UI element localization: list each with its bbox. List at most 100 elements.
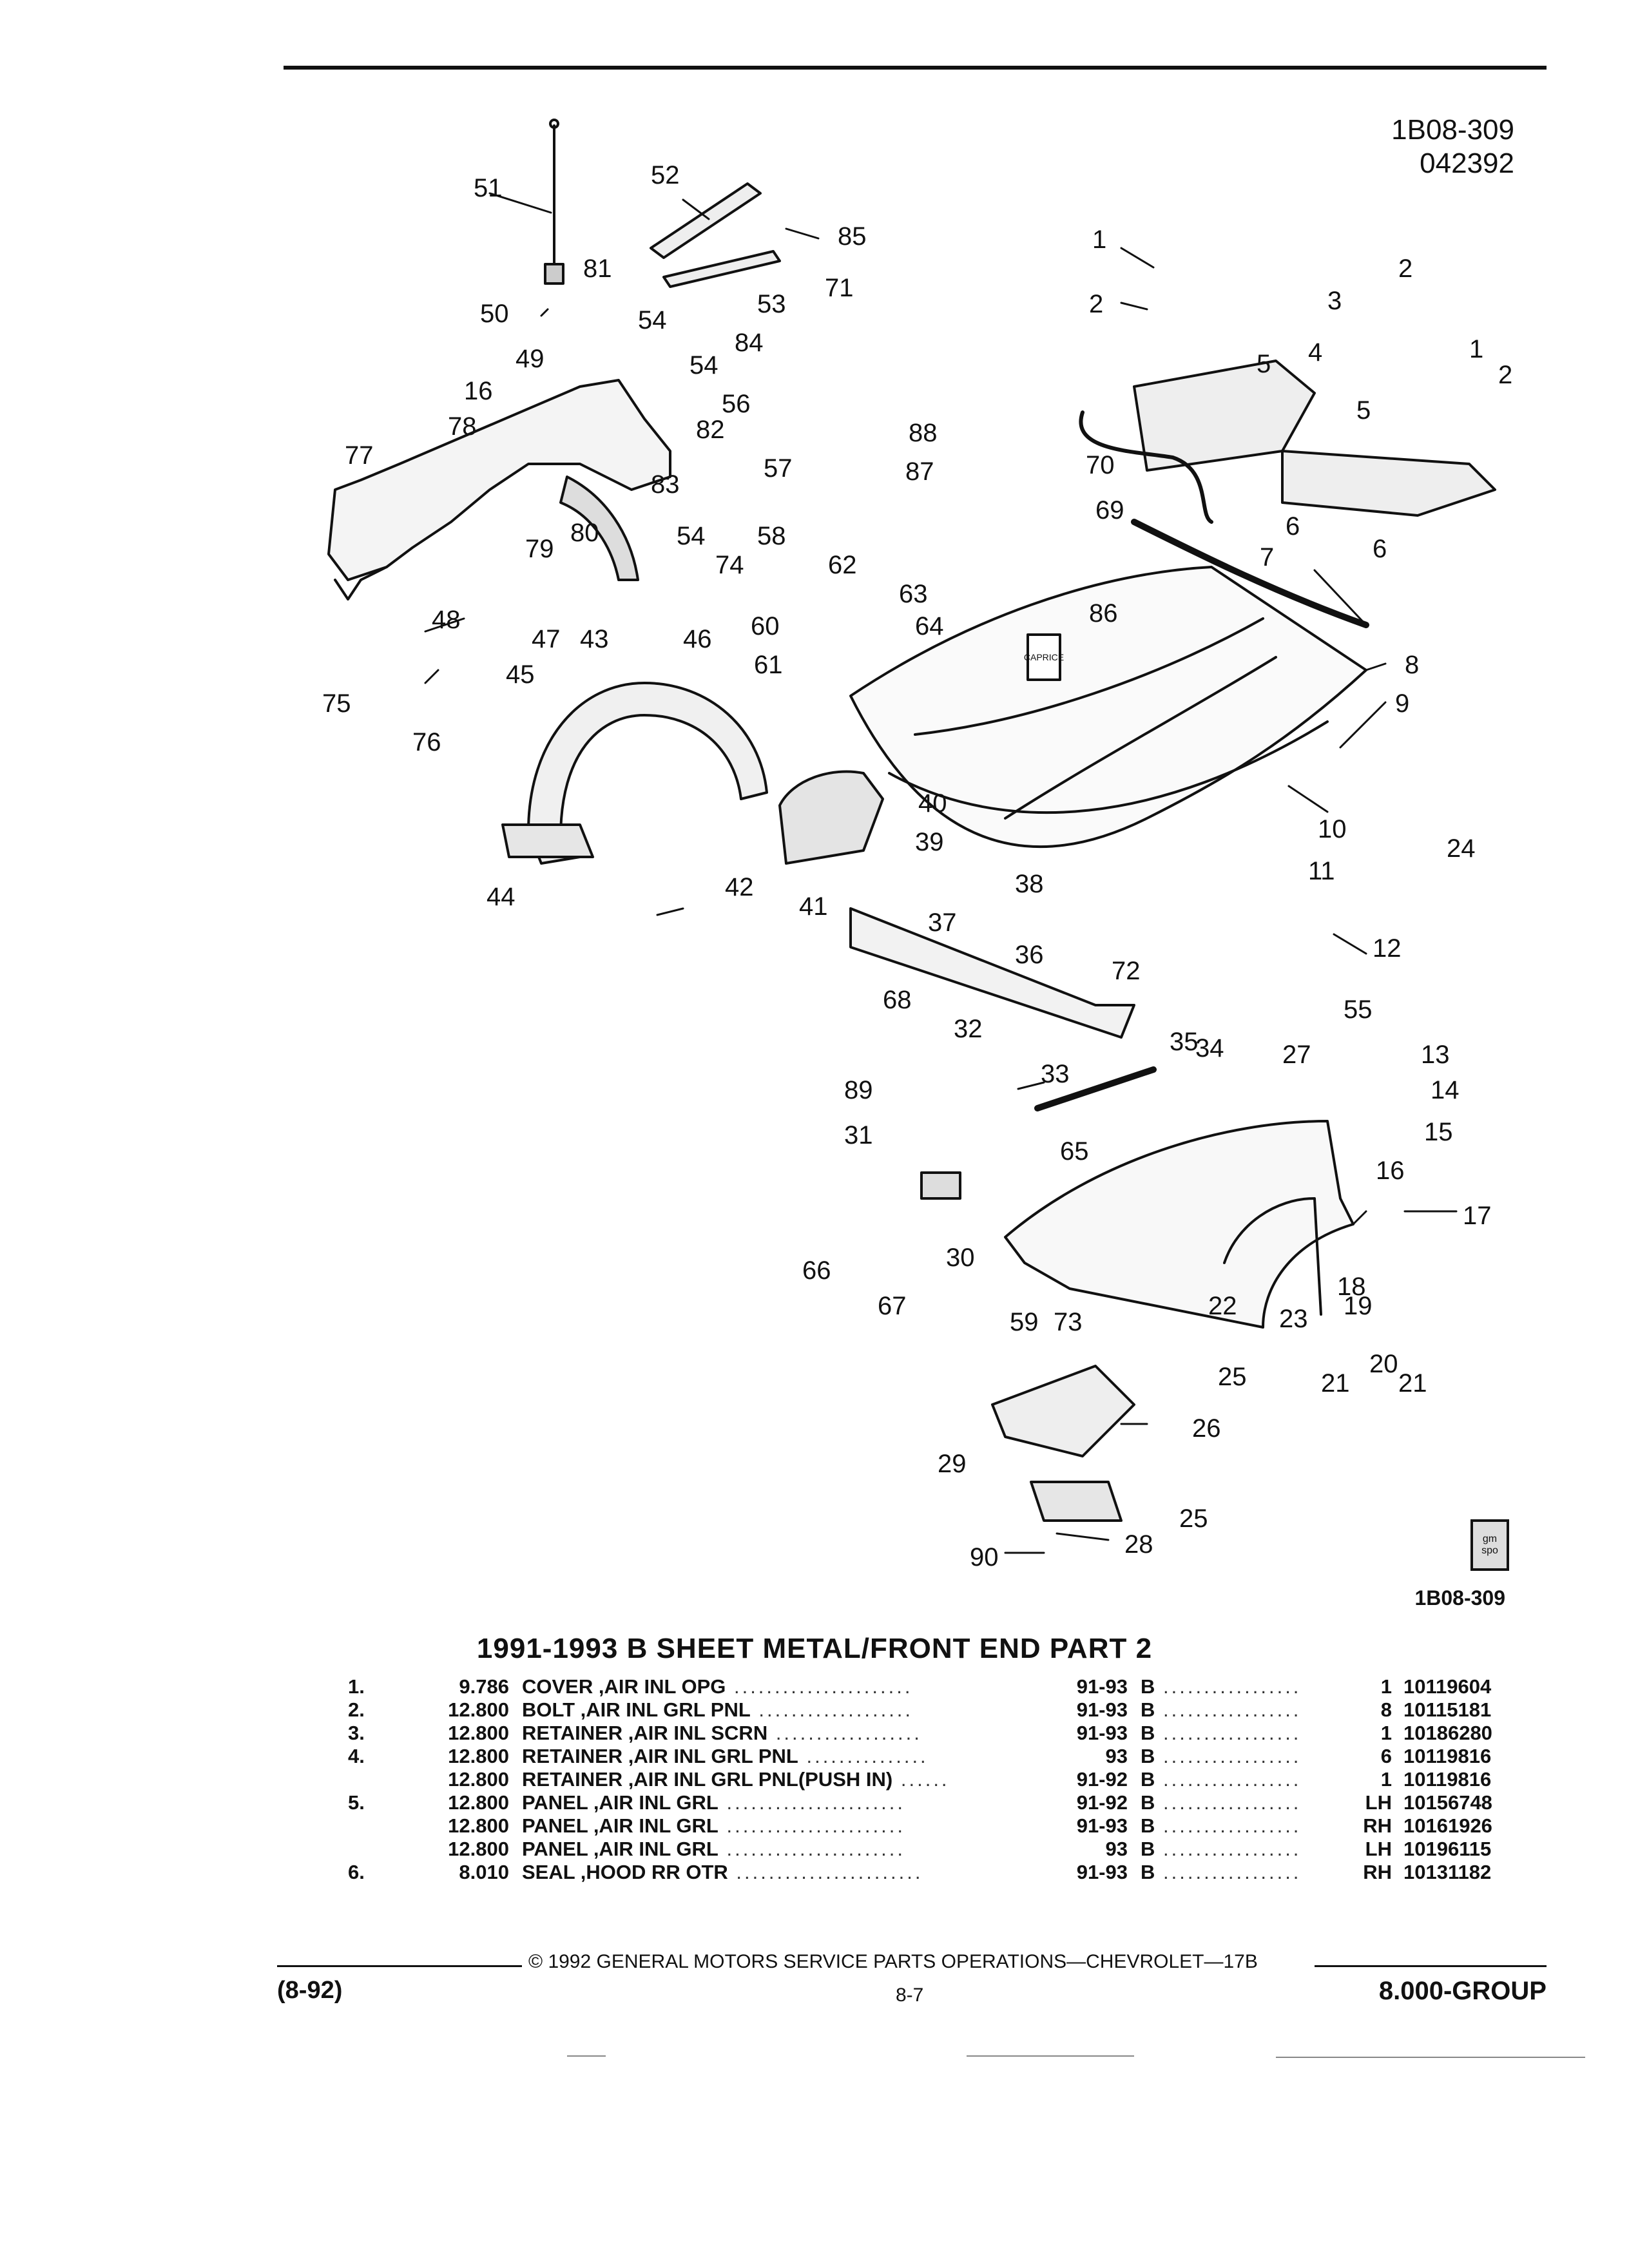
- page-title: 1991-1993 B SHEET METAL/FRONT END PART 2: [476, 1633, 1153, 1664]
- callout-9: 9: [1395, 689, 1409, 718]
- callout-23: 23: [1279, 1305, 1308, 1333]
- callout-40: 40: [918, 789, 947, 818]
- group-number: 12.800: [448, 1722, 509, 1744]
- item-number: 2.: [348, 1698, 365, 1721]
- callout-28: 28: [1124, 1530, 1153, 1559]
- decal-plate: [1027, 633, 1061, 681]
- hood-latch: [920, 1171, 961, 1200]
- lower-bracket: [991, 1365, 1135, 1457]
- series-code: B: [1141, 1745, 1155, 1767]
- item-number: 3.: [348, 1722, 365, 1744]
- model-years: 93: [1105, 1838, 1128, 1860]
- callout-13: 13: [1421, 1041, 1450, 1069]
- callout-80: 80: [570, 519, 599, 547]
- callout-81: 81: [583, 255, 612, 283]
- leader-dots: ..................: [767, 1722, 922, 1744]
- callout-16: 16: [1376, 1157, 1405, 1185]
- callout-79: 79: [525, 535, 554, 563]
- leader-dots: .................: [1155, 1838, 1302, 1860]
- callout-25: 25: [1218, 1363, 1247, 1391]
- callout-53: 53: [757, 290, 786, 318]
- group-number: 12.800: [448, 1768, 509, 1791]
- callout-42: 42: [725, 873, 754, 901]
- quantity: 1: [1380, 1675, 1392, 1698]
- callout-65: 65: [1060, 1137, 1089, 1166]
- model-years: 93: [1105, 1745, 1128, 1767]
- figure-ref-bottom: 1B08-309: [1414, 1586, 1505, 1610]
- callout-51: 51: [474, 174, 503, 202]
- callout-15: 15: [1424, 1118, 1453, 1146]
- callout-69: 69: [1095, 496, 1124, 524]
- callout-82: 82: [696, 416, 725, 444]
- callout-8: 8: [1405, 651, 1419, 679]
- leader-dots: ......................: [718, 1791, 905, 1814]
- model-years: 91-93: [1076, 1675, 1128, 1698]
- part-description: COVER ,AIR INL OPG: [522, 1675, 726, 1698]
- hood-inner: [888, 720, 1329, 814]
- callout-52: 52: [651, 161, 680, 189]
- callout-31: 31: [844, 1121, 873, 1149]
- callout-18: 18: [1337, 1273, 1366, 1301]
- footer-rule-right: [1315, 1965, 1547, 1967]
- series-code: B: [1141, 1814, 1155, 1837]
- callout-2: 2: [1089, 290, 1103, 318]
- scan-mark: [967, 2055, 1134, 2057]
- callout-77: 77: [345, 441, 374, 470]
- part-number: 10119816: [1403, 1768, 1492, 1791]
- callout-49: 49: [516, 345, 545, 373]
- group-number: 8.010: [459, 1861, 509, 1883]
- callout-16: 16: [464, 377, 493, 405]
- bumper-bracket: [1030, 1481, 1123, 1522]
- callout-78: 78: [448, 412, 477, 441]
- model-years: 91-93: [1076, 1722, 1128, 1744]
- quantity: 6: [1380, 1745, 1392, 1767]
- callout-36: 36: [1015, 941, 1044, 969]
- part-number: 10156748: [1403, 1791, 1492, 1814]
- leader-dots: .................: [1155, 1675, 1302, 1698]
- callout-14: 14: [1431, 1076, 1460, 1104]
- footer-rule-left: [277, 1965, 522, 1967]
- callout-87: 87: [905, 457, 934, 486]
- callout-6: 6: [1286, 512, 1300, 541]
- leader-dots: ......................: [718, 1838, 905, 1860]
- series-code: B: [1141, 1861, 1155, 1883]
- callout-11: 11: [1308, 857, 1335, 885]
- top-rule: [284, 66, 1547, 70]
- wiring-harness: [1079, 410, 1213, 524]
- quantity: LH: [1365, 1791, 1392, 1814]
- callout-72: 72: [1112, 957, 1141, 985]
- item-number: 1.: [348, 1675, 365, 1698]
- scan-mark: [1276, 2057, 1585, 2058]
- callout-33: 33: [1041, 1060, 1070, 1088]
- callout-60: 60: [751, 612, 780, 640]
- group-number: 9.786: [459, 1675, 509, 1698]
- callout-34: 34: [1195, 1034, 1224, 1062]
- callout-6: 6: [1373, 535, 1387, 563]
- callout-55: 55: [1344, 995, 1373, 1024]
- callout-85: 85: [838, 222, 867, 251]
- leader-dots: ......: [892, 1768, 950, 1791]
- series-code: B: [1141, 1722, 1155, 1744]
- callout-71: 71: [825, 274, 854, 302]
- series-code: B: [1141, 1675, 1155, 1698]
- callout-22: 22: [1208, 1292, 1237, 1320]
- leader-dots: ......................: [718, 1814, 905, 1837]
- part-number: 10161926: [1403, 1814, 1492, 1837]
- model-years: 91-93: [1076, 1698, 1128, 1721]
- part-number: 10119604: [1403, 1675, 1492, 1698]
- callout-84: 84: [735, 329, 764, 357]
- scan-mark: [567, 2055, 606, 2057]
- callout-30: 30: [946, 1244, 975, 1272]
- callout-54: 54: [638, 306, 667, 334]
- callout-41: 41: [799, 892, 828, 921]
- callout-76: 76: [412, 728, 441, 756]
- callout-54: 54: [677, 522, 706, 550]
- callout-5: 5: [1257, 350, 1271, 378]
- callout-10: 10: [1318, 815, 1347, 843]
